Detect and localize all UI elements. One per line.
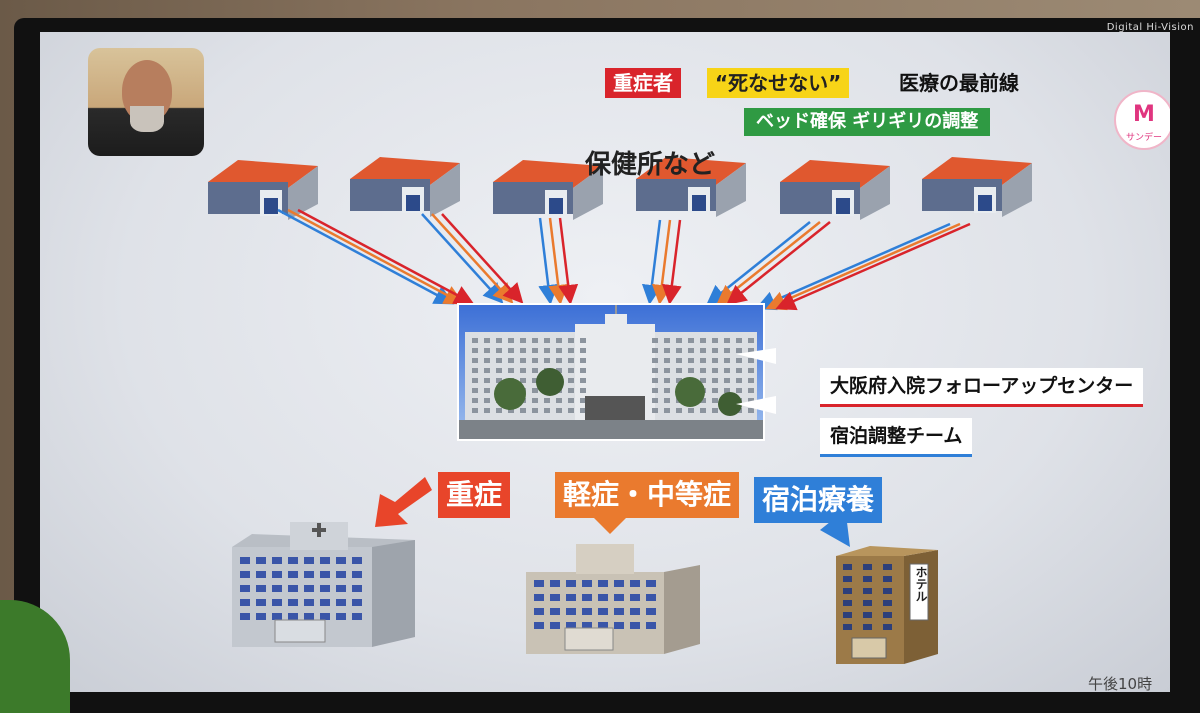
commentator-inset	[88, 48, 204, 156]
tv-screen: 保健所など 大阪府入院フォローアップセンター 宿泊調整チーム 重症 軽症・中等症…	[40, 32, 1170, 692]
flow-diagram	[208, 157, 1032, 664]
headline-tag-red: 重症者	[605, 68, 681, 98]
category-mild-moderate: 軽症・中等症	[555, 472, 740, 518]
hospital-building	[232, 522, 415, 647]
prefecture-building-photo	[457, 303, 765, 441]
sunday-logo: M サンデー	[1114, 90, 1170, 150]
follow-up-center-label: 大阪府入院フォローアップセンター	[820, 368, 1144, 407]
hotel-sign: ホテル	[914, 566, 928, 602]
hotel-building	[836, 546, 938, 664]
tv-brand: Digital Hi-Vision	[1106, 22, 1194, 33]
logo-mark: M	[1133, 102, 1155, 127]
health-center-house	[922, 157, 1032, 217]
category-severe: 重症	[438, 472, 511, 518]
arrow-severe	[375, 477, 432, 527]
headline-tag-yellow: “死なせない”	[707, 68, 850, 98]
headline-subtitle: ベッド確保 ギリギリの調整	[744, 108, 991, 136]
clock: 午後10時07分	[1088, 675, 1153, 692]
commentator-beard	[130, 106, 164, 132]
health-centers-label: 保健所など	[585, 150, 716, 180]
lodging-team-label: 宿泊調整チーム	[820, 418, 973, 457]
health-center-house	[208, 160, 318, 220]
category-lodging: 宿泊療養	[754, 477, 883, 523]
health-center-house	[350, 157, 460, 217]
health-center-house	[780, 160, 890, 220]
health-center-house	[493, 160, 603, 220]
logo-text: サンデー	[1125, 133, 1162, 143]
headline-text: 医療の最前線	[899, 71, 1019, 95]
health-center-house	[636, 157, 746, 217]
clinic-building	[526, 544, 700, 654]
